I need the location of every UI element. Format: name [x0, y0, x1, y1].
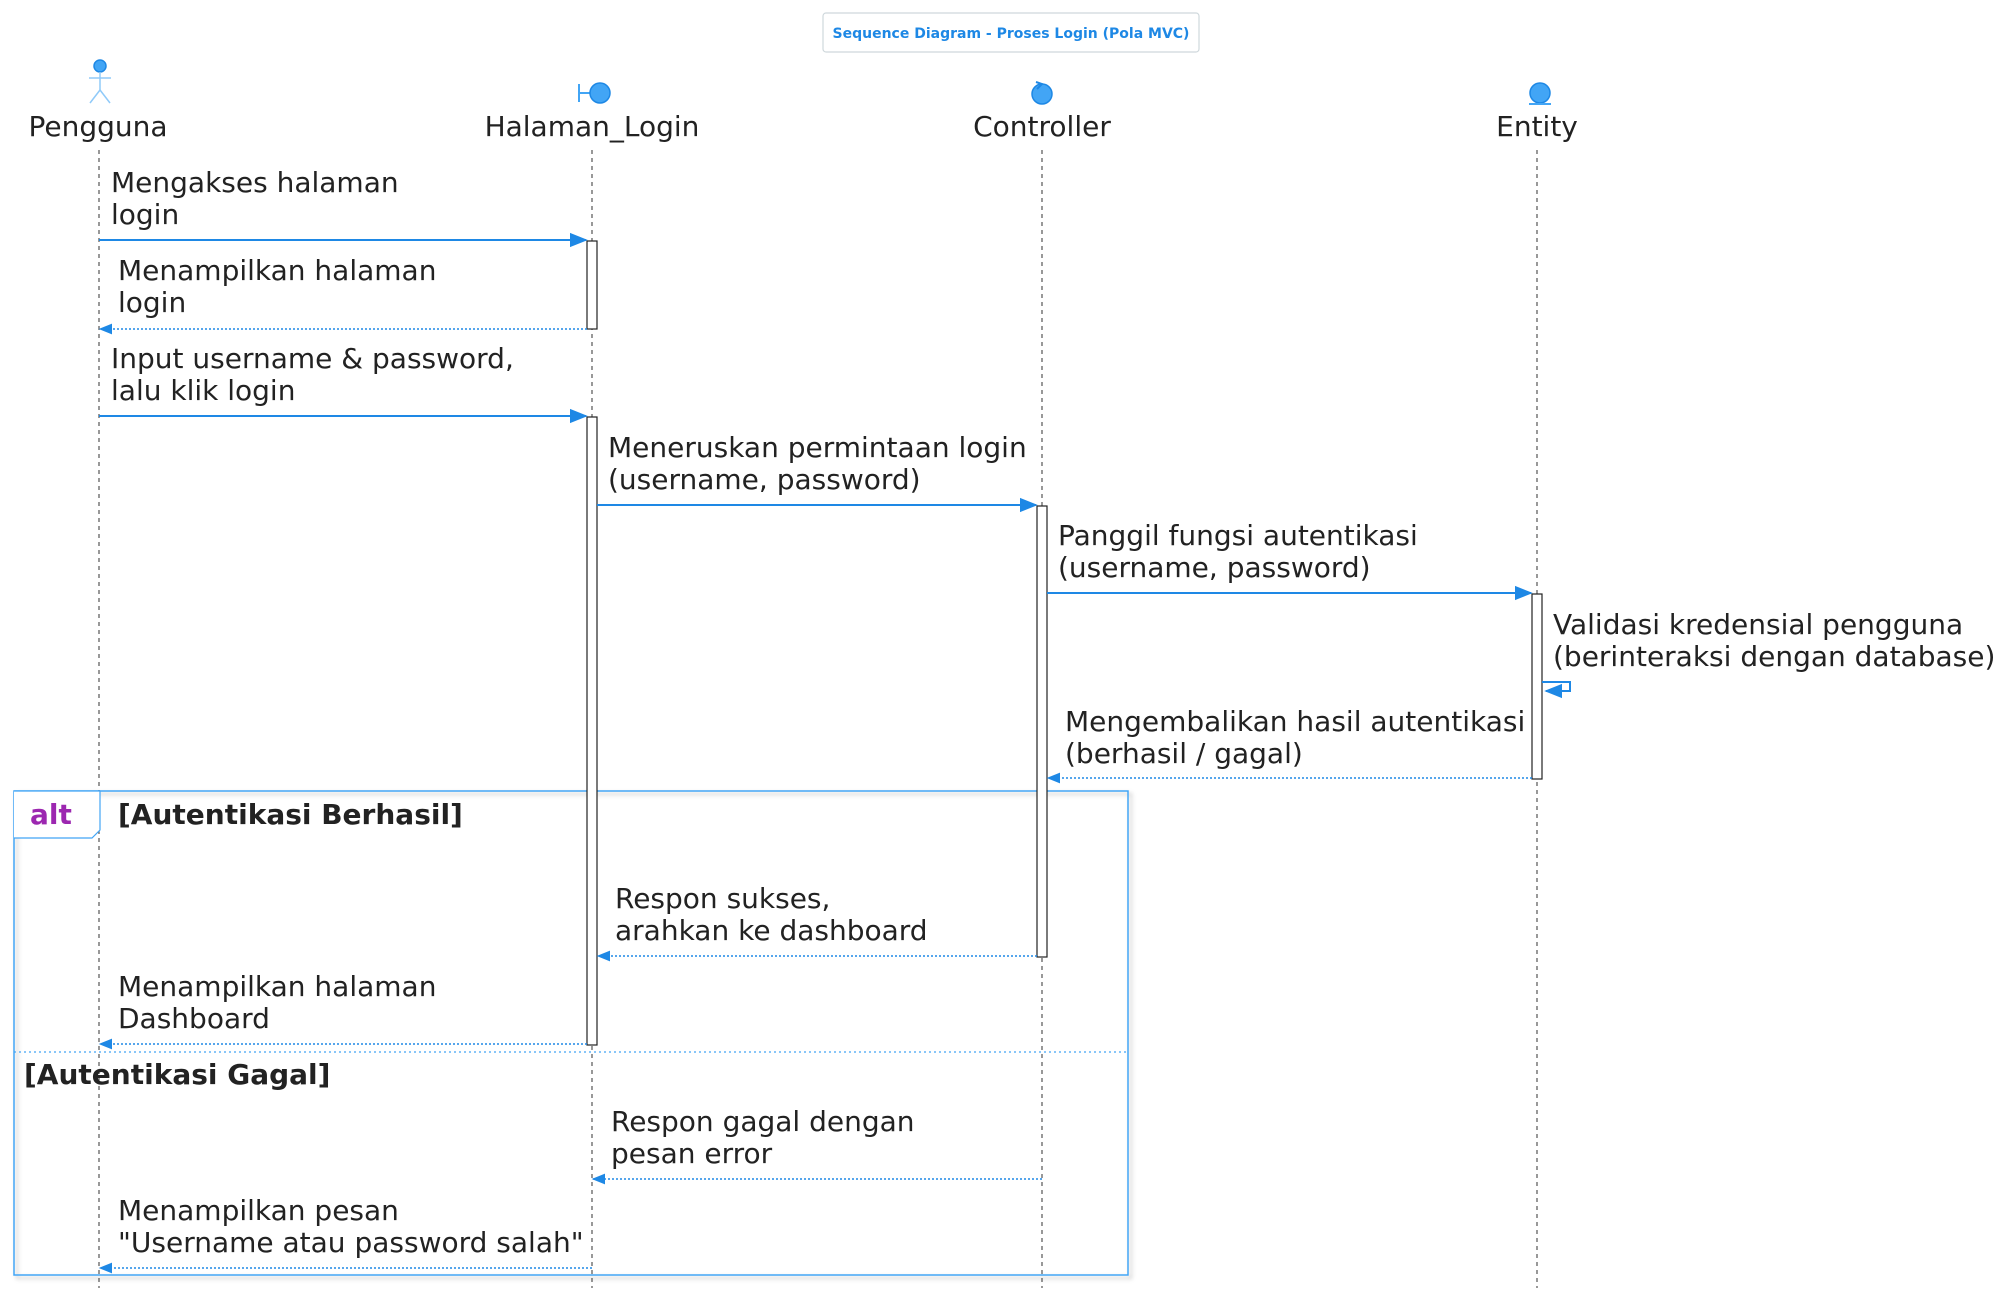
activation-bar [1036, 505, 1048, 958]
message-sync: Panggil fungsi autentikasi(username, pas… [1047, 519, 1533, 601]
control-icon [1031, 81, 1053, 105]
svg-text:Validasi kredensial pengguna(b: Validasi kredensial pengguna(berinteraks… [1553, 608, 1995, 673]
svg-text:Input username & password,lalu: Input username & password,lalu klik logi… [111, 342, 514, 407]
message-return: Respon sukses,arahkan ke dashboard [596, 882, 1037, 962]
message-label: Mengembalikan hasil autentikasi [1065, 705, 1525, 738]
actor-icon [89, 59, 111, 104]
participant-pengguna: Pengguna [28, 110, 167, 143]
svg-text:Menampilkan pesan"Username ata: Menampilkan pesan"Username atau password… [118, 1194, 584, 1259]
message-label: Menampilkan pesan [118, 1194, 399, 1227]
alt-guard-success: [Autentikasi Berhasil] [118, 798, 463, 831]
activation-bar [1531, 593, 1543, 780]
message-sync: Input username & password,lalu klik logi… [99, 342, 588, 424]
participant-halaman-login: Halaman_Login [485, 110, 700, 143]
message-return: Mengembalikan hasil autentikasi(berhasil… [1046, 705, 1532, 784]
message-label: (berhasil / gagal) [1065, 737, 1303, 770]
message-label: Input username & password, [111, 342, 514, 375]
message-label: (username, password) [608, 463, 921, 496]
message-label: login [111, 198, 179, 231]
title-box [822, 12, 1200, 53]
boundary-icon [578, 82, 611, 104]
svg-text:Mengembalikan hasil autentikas: Mengembalikan hasil autentikasi(berhasil… [1065, 705, 1525, 770]
message-sync: Meneruskan permintaan login(username, pa… [597, 431, 1038, 513]
svg-text:Meneruskan permintaan login(us: Meneruskan permintaan login(username, pa… [608, 431, 1027, 496]
message-label: Mengakses halaman [111, 166, 399, 199]
alt-keyword: alt [30, 798, 72, 831]
svg-text:Panggil fungsi autentikasi(use: Panggil fungsi autentikasi(username, pas… [1058, 519, 1418, 584]
message-label: (berinteraksi dengan database) [1553, 640, 1995, 673]
message-self: Validasi kredensial pengguna(berinteraks… [1542, 608, 1995, 699]
message-label: login [118, 286, 186, 319]
message-label: Validasi kredensial pengguna [1553, 608, 1963, 641]
message-label: Meneruskan permintaan login [608, 431, 1027, 464]
message-label: Respon sukses, [615, 882, 830, 915]
participant-entity: Entity [1496, 110, 1578, 143]
message-return: Menampilkan pesan"Username atau password… [98, 1194, 592, 1274]
message-label: Menampilkan halaman [118, 970, 436, 1003]
message-label: lalu klik login [111, 374, 295, 407]
message-label: (username, password) [1058, 551, 1371, 584]
message-label: Respon gagal dengan [611, 1105, 915, 1138]
message-label: Menampilkan halaman [118, 254, 436, 287]
participant-controller: Controller [973, 110, 1111, 143]
message-label: "Username atau password salah" [118, 1226, 584, 1259]
message-label: pesan error [611, 1137, 773, 1170]
message-label: arahkan ke dashboard [615, 914, 928, 947]
activation-bar [586, 416, 598, 1046]
alt-guard-failure: [Autentikasi Gagal] [24, 1058, 330, 1091]
activation-bar [586, 240, 598, 330]
message-label: Panggil fungsi autentikasi [1058, 519, 1418, 552]
message-label: Dashboard [118, 1002, 270, 1035]
diagram-title: Sequence Diagram - Proses Login (Pola MV… [833, 26, 1190, 42]
alt-fragment [13, 790, 1129, 1276]
svg-text:Respon sukses,arahkan ke dashb: Respon sukses,arahkan ke dashboard [615, 882, 928, 947]
entity-icon [1529, 82, 1551, 105]
